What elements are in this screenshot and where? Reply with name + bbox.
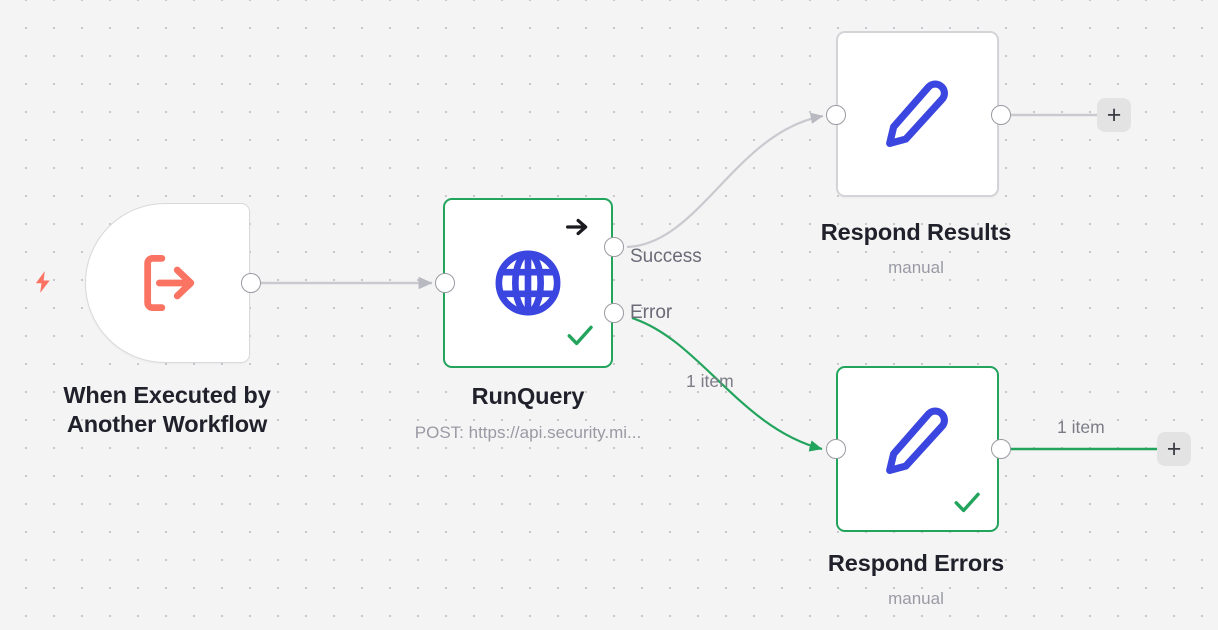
node-title-respond-errors: Respond Errors [827, 550, 1005, 576]
node-runquery[interactable] [443, 198, 613, 368]
respond-errors-output-endpoint[interactable] [991, 439, 1011, 459]
output-label-success: Success [630, 246, 702, 267]
node-title-runquery: RunQuery [471, 383, 585, 409]
add-node-button-after-respond-results[interactable]: + [1097, 98, 1131, 132]
output-label-error: Error [630, 302, 673, 323]
node-title-respond-results: Respond Results [820, 219, 1012, 245]
edge-label-respond-errors-to-add: 1 item [1057, 417, 1105, 437]
edge-label-error-to-respond-errors: 1 item [686, 371, 734, 391]
pin-arrow-icon[interactable] [563, 213, 591, 246]
pen-icon [885, 80, 948, 147]
lightning-bolt-icon [30, 266, 56, 303]
runquery-input-endpoint[interactable] [435, 273, 455, 293]
runquery-success-check-icon [563, 318, 597, 357]
runquery-output-success-endpoint[interactable] [604, 237, 624, 257]
node-respond-results[interactable] [836, 31, 999, 197]
node-title-trigger: When Executed by Another Workflow [63, 382, 271, 437]
respond-results-output-endpoint[interactable] [991, 105, 1011, 125]
globe-icon [495, 250, 561, 316]
trigger-output-endpoint[interactable] [241, 273, 261, 293]
workflow-exit-icon [143, 254, 194, 312]
runquery-output-error-endpoint[interactable] [604, 303, 624, 323]
respond-errors-success-check-icon [950, 485, 984, 524]
node-subtitle-respond-results: manual [888, 258, 944, 277]
respond-results-input-endpoint[interactable] [826, 105, 846, 125]
pen-icon [885, 407, 948, 474]
add-node-button-after-respond-errors[interactable]: + [1157, 432, 1191, 466]
node-subtitle-respond-errors: manual [888, 589, 944, 608]
node-when-executed-by-another-workflow[interactable] [85, 203, 250, 363]
node-respond-errors[interactable] [836, 366, 999, 532]
respond-errors-input-endpoint[interactable] [826, 439, 846, 459]
node-subtitle-runquery: POST: https://api.security.mi... [414, 423, 642, 442]
